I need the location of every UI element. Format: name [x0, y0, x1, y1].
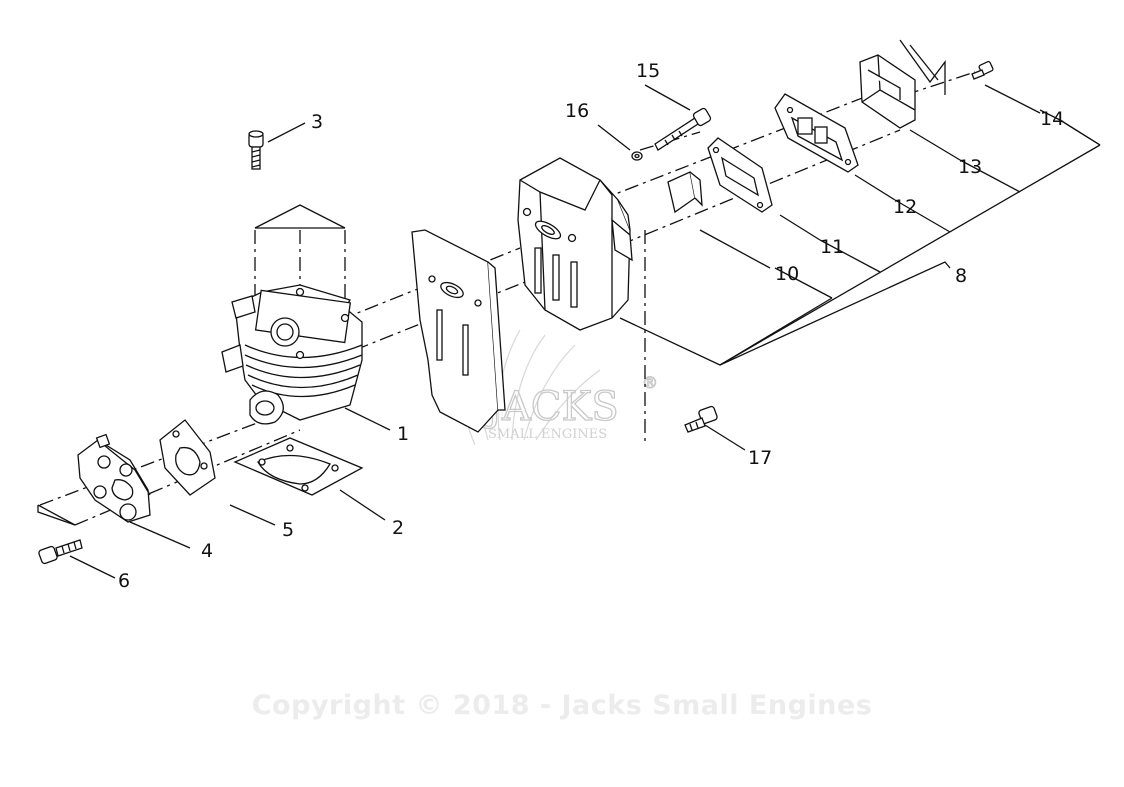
callout-6: 6	[118, 570, 130, 592]
bolt-3-bracket	[254, 204, 346, 229]
part-12-outlet-plate	[774, 93, 859, 173]
part-1-cylinder	[221, 284, 363, 425]
part-6-screw	[38, 539, 83, 565]
part-11-gasket	[707, 137, 773, 213]
callout-5: 5	[282, 519, 294, 541]
leader-lines	[69, 84, 1101, 579]
callout-13: 13	[958, 156, 982, 178]
part-3-bolt	[248, 130, 264, 170]
callout-14: 14	[1040, 108, 1064, 130]
callout-10: 10	[775, 263, 799, 285]
muffler	[517, 157, 633, 331]
watermark-registered-mark: ®	[642, 373, 658, 392]
heat-shield-plate	[411, 229, 506, 433]
callout-2: 2	[392, 517, 404, 539]
callout-17: 17	[748, 447, 772, 469]
part-14-screw	[971, 60, 994, 80]
part-2-base-gasket	[233, 437, 364, 496]
part-17-screw	[684, 405, 718, 433]
part-13-deflector	[859, 54, 916, 129]
part-5-intake-gasket	[159, 419, 216, 496]
callout-4: 4	[201, 540, 213, 562]
callout-8: 8	[955, 265, 967, 287]
callout-numbers: 1 2 3 4 5 6 8 10 11 12 13 14 15 16 17	[118, 60, 1064, 592]
part-14-bracket	[899, 39, 946, 95]
callout-3: 3	[311, 111, 323, 133]
callout-12: 12	[893, 196, 917, 218]
callout-15: 15	[636, 60, 660, 82]
part-4-intake-holder	[77, 433, 151, 523]
watermark-subtitle: SMALL ENGINES	[488, 427, 607, 442]
part-10-screen	[667, 171, 703, 214]
part-15-long-bolt	[654, 107, 712, 151]
part-16-washer	[631, 151, 643, 161]
callout-1: 1	[397, 423, 409, 445]
callout-11: 11	[820, 236, 844, 258]
part-4-bracket	[37, 504, 76, 526]
copyright-notice: Copyright © 2018 - Jacks Small Engines	[251, 690, 873, 721]
callout-16: 16	[565, 100, 589, 122]
